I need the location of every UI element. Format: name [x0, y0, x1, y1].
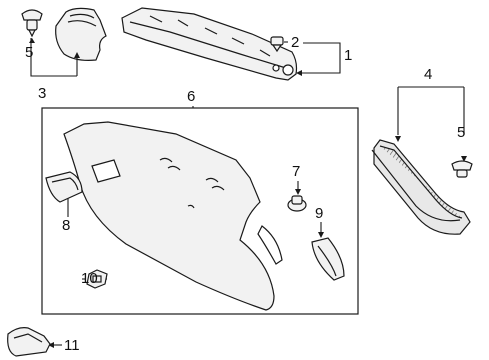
leader-lines [29, 38, 467, 348]
part-7-clip [287, 195, 307, 212]
callout-6: 6 [187, 88, 196, 105]
callout-1: 1 [344, 47, 353, 64]
part-4-quarter-trim [371, 139, 471, 235]
callout-2: 2 [291, 34, 300, 51]
callout-11: 11 [64, 337, 80, 354]
part-9-cover [311, 237, 345, 281]
callout-4: 4 [424, 66, 433, 83]
part-3-quarter-trim [55, 7, 107, 61]
part-5-clip-right [451, 160, 473, 178]
part-8-cover [45, 171, 83, 203]
callout-10: 10 [81, 270, 98, 287]
callout-5-right: 5 [457, 124, 466, 141]
callout-5-top: 5 [25, 44, 34, 61]
callout-9: 9 [315, 205, 324, 222]
part-11-trim-piece [7, 327, 51, 357]
part-5-clip-top [21, 9, 43, 38]
part-6-liftgate-trim-panel [63, 121, 283, 311]
part-10-bolt [86, 269, 108, 289]
assembly-box [41, 107, 359, 315]
callout-3: 3 [38, 85, 47, 102]
callout-8: 8 [62, 217, 71, 234]
part-1-upper-trim-panel [121, 7, 298, 81]
callout-7: 7 [292, 163, 301, 180]
part-2-clip [270, 36, 284, 53]
